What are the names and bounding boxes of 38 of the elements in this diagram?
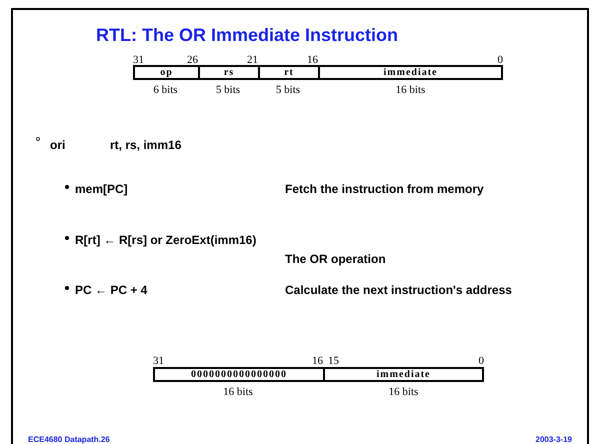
bit-number: 31 bbox=[153, 355, 164, 367]
bit-width: 6 bits bbox=[152, 85, 179, 96]
bit-width: 5 bits bbox=[214, 85, 242, 96]
bit-field bbox=[153, 367, 325, 382]
bit-field bbox=[133, 65, 200, 80]
bit-field bbox=[318, 65, 503, 80]
field-name: 0000000000000000 bbox=[191, 370, 287, 380]
bit-number: 15 bbox=[328, 355, 339, 367]
bit-field bbox=[198, 65, 260, 80]
field-name: immediate bbox=[384, 68, 438, 78]
instruction-text: ori bbox=[50, 138, 66, 152]
field-name: rs bbox=[224, 68, 234, 78]
bit-width: 16 bits bbox=[394, 85, 426, 96]
instruction-text: Fetch the instruction from memory bbox=[285, 182, 484, 196]
bit-number: 0 bbox=[478, 355, 484, 367]
slide-title: RTL: The OR Immediate Instruction bbox=[96, 24, 398, 47]
field-name: op bbox=[160, 68, 173, 78]
instruction-text: rt, rs, imm16 bbox=[110, 138, 182, 152]
bit-number: 21 bbox=[247, 54, 258, 66]
bullet-text: mem[PC] bbox=[75, 182, 128, 196]
bit-number: 31 bbox=[133, 54, 144, 66]
bit-number: 16 bbox=[307, 54, 318, 66]
bit-width: 5 bits bbox=[274, 85, 302, 96]
bit-number: 16 bbox=[312, 355, 323, 367]
bit-field bbox=[323, 367, 484, 382]
bit-number: 0 bbox=[498, 54, 503, 66]
bit-number: 26 bbox=[187, 54, 198, 66]
bit-field bbox=[258, 65, 320, 80]
instruction-text: The OR operation bbox=[285, 252, 386, 266]
field-name: rt bbox=[284, 68, 294, 78]
footer-text: ECE4680 Datapath.26 bbox=[28, 435, 110, 444]
bullet-text: R[rt] ← R[rs] or ZeroExt(imm16) bbox=[75, 233, 256, 247]
bit-width: 16 bits bbox=[222, 387, 254, 398]
field-name: immediate bbox=[376, 370, 430, 380]
footer-text: 2003-3-19 bbox=[536, 435, 572, 444]
instruction-text: Calculate the next instruction's address bbox=[285, 283, 512, 297]
bullet-text: PC ← PC + 4 bbox=[75, 283, 148, 297]
bit-width: 16 bits bbox=[388, 387, 420, 398]
